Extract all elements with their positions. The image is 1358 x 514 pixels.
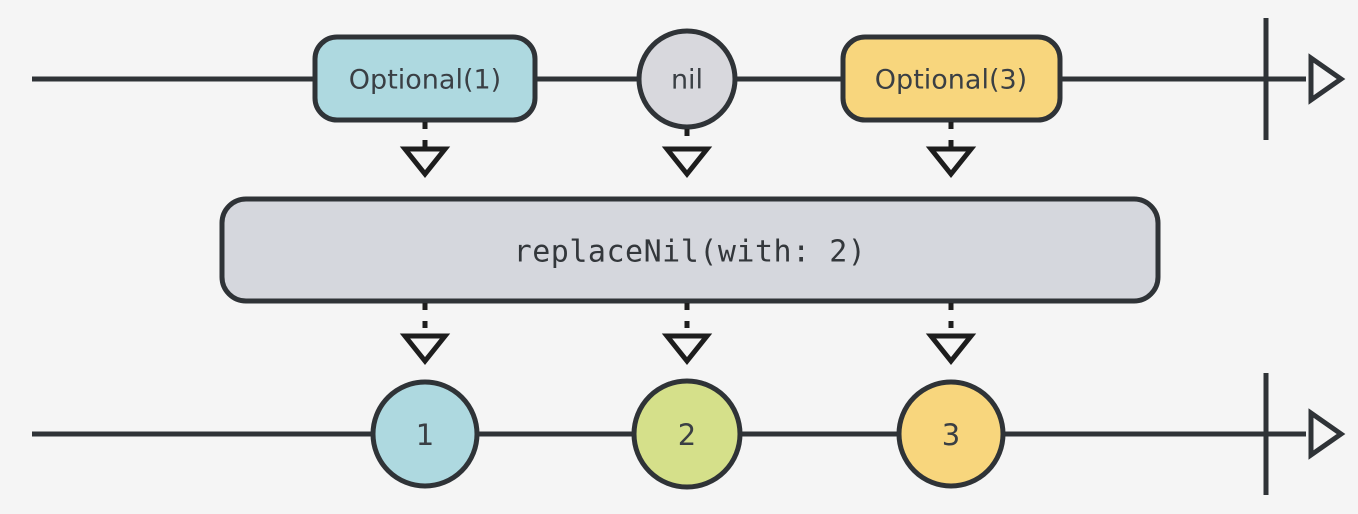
input-event-optional-3-label: Optional(3) — [875, 65, 1027, 96]
arrow-down-icon — [661, 146, 713, 179]
output-event-1-label: 1 — [416, 418, 434, 452]
connector-down-input-2 — [661, 129, 713, 179]
operator-box-shape — [219, 196, 1161, 304]
output-arrowhead-icon — [1308, 408, 1346, 460]
connector-down-output-3 — [925, 303, 977, 366]
input-event-nil-label: nil — [671, 65, 703, 96]
output-event-1[interactable]: 1 — [370, 379, 480, 489]
input-arrowhead-icon — [1308, 53, 1346, 105]
input-timeline-group: Optional(1) nil Optional(3) — [32, 18, 1346, 140]
connector-down-input-3 — [925, 122, 977, 179]
output-event-3-shape — [896, 379, 1006, 489]
input-event-nil[interactable]: nil — [636, 28, 738, 130]
arrow-down-icon — [399, 146, 451, 179]
operator-to-output-connectors — [399, 303, 977, 366]
connector-down-output-1 — [399, 303, 451, 366]
arrow-down-icon — [925, 146, 977, 179]
output-timeline-group: 1 2 3 — [32, 373, 1346, 495]
arrow-down-icon — [661, 333, 713, 366]
arrow-down-icon — [925, 333, 977, 366]
input-event-optional-3[interactable]: Optional(3) — [840, 34, 1063, 123]
input-event-optional-1-label: Optional(1) — [349, 65, 501, 96]
input-to-operator-connectors — [399, 122, 977, 179]
arrow-down-icon — [399, 333, 451, 366]
input-event-optional-3-shape — [840, 34, 1063, 123]
output-event-2-label: 2 — [678, 418, 696, 452]
operator-box[interactable]: replaceNil(with: 2) — [219, 196, 1161, 304]
operator-box-label: replaceNil(with: 2) — [514, 235, 867, 270]
connector-down-input-1 — [399, 122, 451, 179]
connector-down-output-2 — [661, 303, 713, 366]
input-event-optional-1[interactable]: Optional(1) — [312, 34, 538, 123]
output-event-3[interactable]: 3 — [896, 379, 1006, 489]
input-event-nil-shape — [636, 28, 738, 130]
output-event-3-label: 3 — [942, 418, 960, 452]
output-event-2-shape — [631, 378, 743, 490]
output-event-2[interactable]: 2 — [631, 378, 743, 490]
output-event-1-shape — [370, 379, 480, 489]
input-event-optional-1-shape — [312, 34, 538, 123]
